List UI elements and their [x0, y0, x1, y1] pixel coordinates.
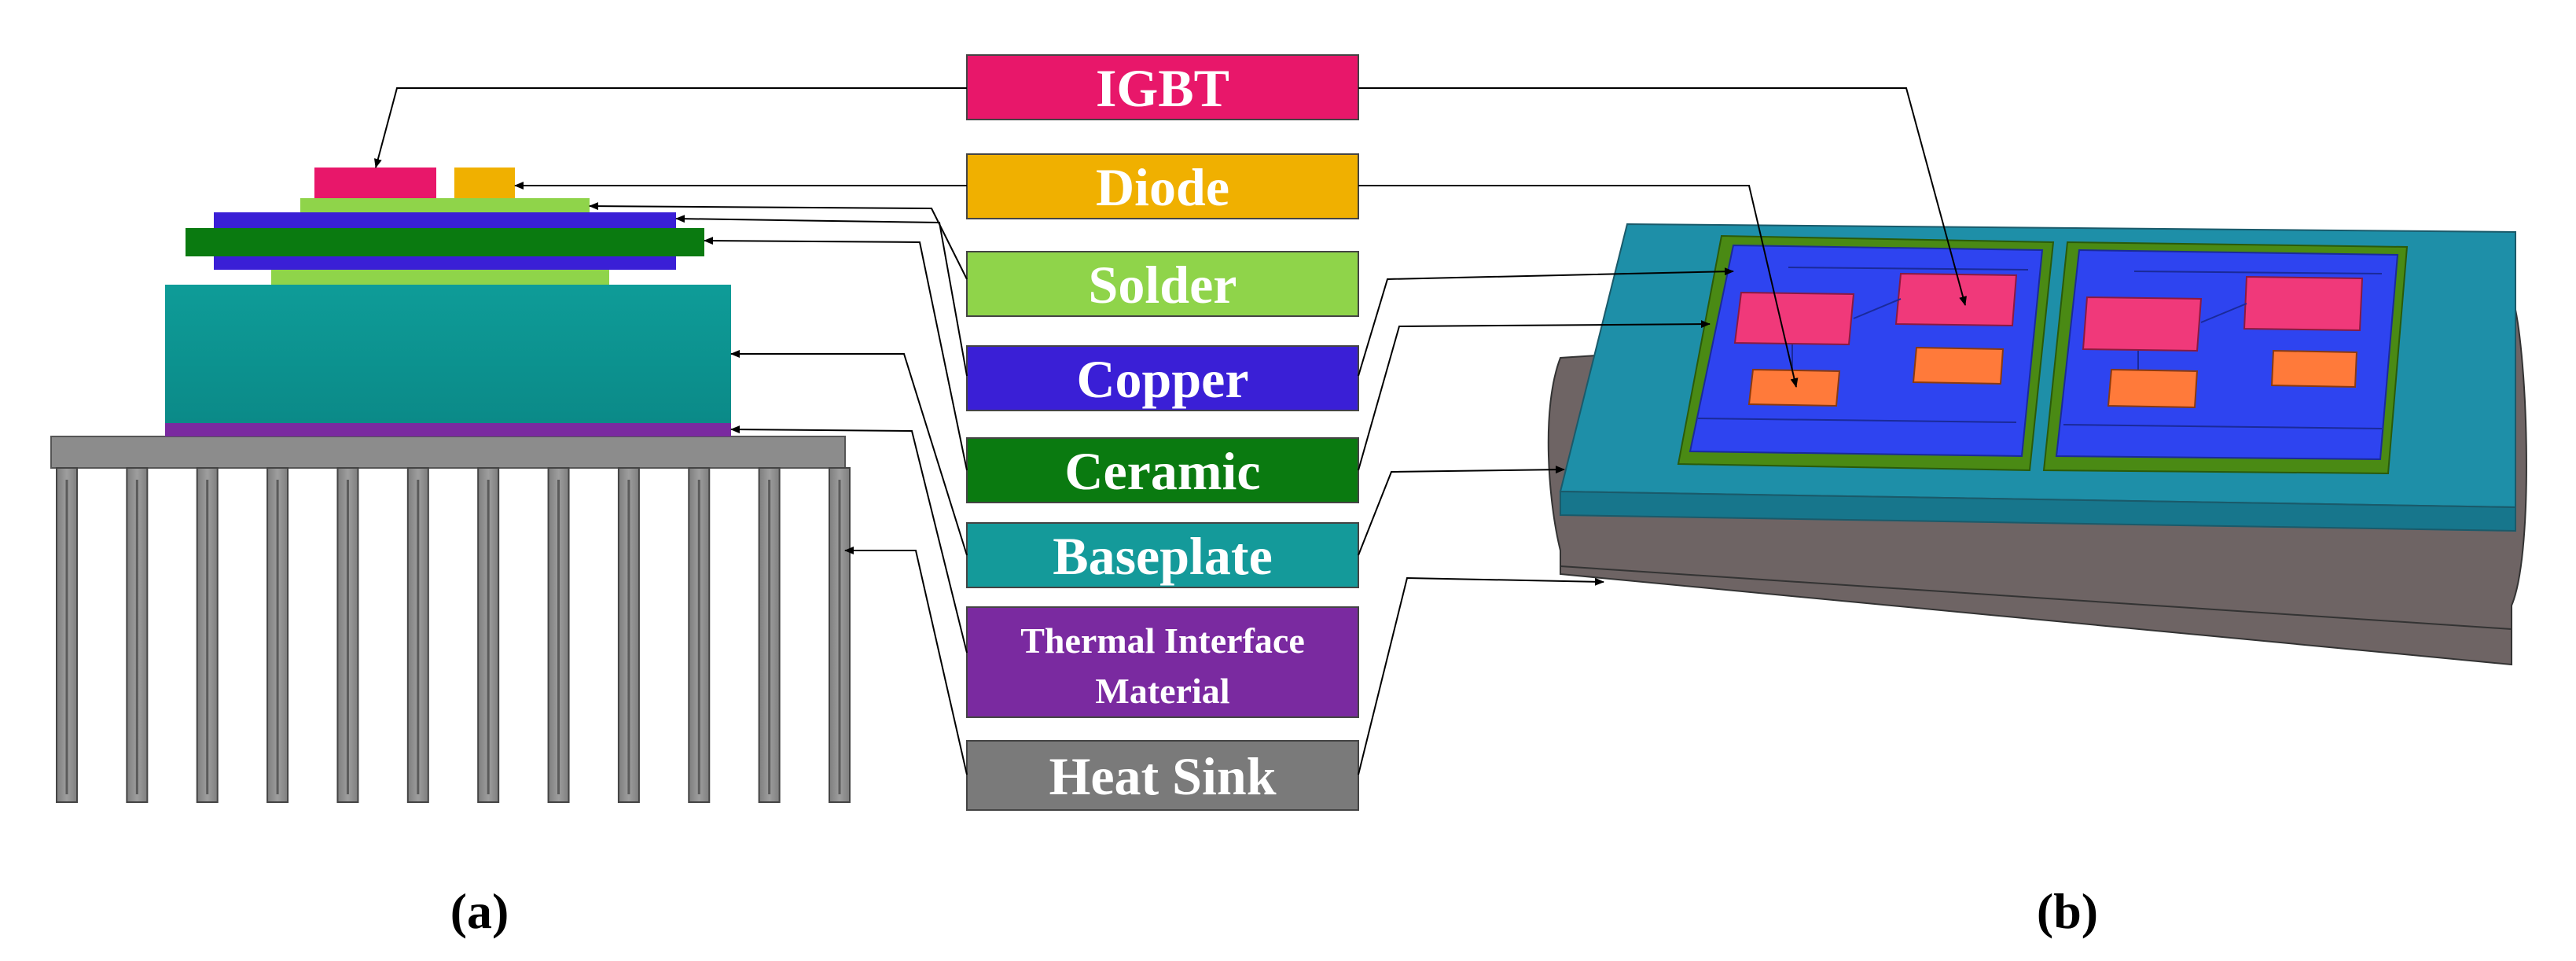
lower-copper-layer: [214, 256, 676, 270]
label-box-copper: [966, 345, 1359, 411]
diode-3d-chip-4: [2270, 349, 2358, 388]
chip-connections: [1791, 298, 2247, 370]
caption-a: (a): [450, 883, 509, 939]
leader-solder-left: [589, 202, 968, 280]
label-text-tim: Thermal Interface: [1020, 620, 1305, 661]
copper-traces: [1697, 267, 2383, 429]
label-box-baseplate: [966, 522, 1359, 588]
heatsink-3d-mid-line: [1560, 565, 2512, 630]
upper-solder-layer: [300, 198, 590, 212]
leader-heatsink-right: [1358, 576, 1604, 775]
label-text-diode: Diode: [1096, 157, 1229, 217]
lower-solder-layer: [271, 270, 609, 285]
leader-copper-right: [1358, 267, 1734, 377]
heatsink-base: [50, 436, 846, 469]
diode-3d-chip-3: [2107, 368, 2199, 409]
leader-igbt-left: [374, 87, 967, 168]
label-box-diode: [966, 153, 1359, 219]
label-box-solder: [966, 251, 1359, 317]
label-text-heatsink: Heat Sink: [1049, 746, 1276, 806]
label-text-ceramic: Ceramic: [1064, 441, 1260, 501]
heatsink-fins: [56, 467, 851, 803]
label-text-copper: Copper: [1076, 349, 1248, 409]
igbt-3d-chip-2: [1894, 272, 2018, 327]
cross-section-stack: [50, 168, 851, 803]
leader-diode-right: [1358, 185, 1799, 388]
baseplate-layer: [165, 285, 731, 423]
label-legend: IGBT DiodeSolderCopperCeramicBaseplateThe…: [966, 54, 1359, 811]
leader-baseplate-right: [1358, 466, 1565, 556]
leader-ceramic-left: [704, 237, 968, 471]
leader-heatsink-left: [844, 547, 968, 775]
diode-3d-chip-1: [1747, 368, 1841, 407]
label-text-igbt: IGBT: [1096, 58, 1229, 118]
label-box-heatsink: [966, 740, 1359, 811]
igbt-3d-chip-4: [2243, 275, 2364, 332]
diode-chip: [454, 168, 515, 198]
tim-layer: [165, 423, 731, 436]
igbt-3d-chip-3: [2082, 296, 2203, 352]
isometric-module-view: [1547, 223, 2527, 666]
label-box-tim: [966, 606, 1359, 718]
label-text-baseplate: Baseplate: [1053, 526, 1273, 586]
leader-igbt-right: [1358, 87, 1967, 306]
caption-b: (b): [2037, 883, 2098, 939]
igbt-3d-chip-1: [1733, 291, 1855, 346]
igbt-chip: [314, 168, 436, 198]
diode-3d-chip-2: [1912, 346, 2005, 385]
leader-baseplate-left: [730, 350, 968, 556]
label-text-solder: Solder: [1089, 255, 1237, 315]
label-box-igbt: [966, 54, 1359, 120]
ceramic-layer: [186, 228, 704, 256]
upper-copper-layer: [214, 212, 676, 228]
baseplate-3d-front: [1560, 490, 2516, 532]
leader-ceramic-right: [1358, 320, 1711, 471]
leader-lines: [374, 87, 1967, 775]
leader-tim-left: [730, 425, 968, 654]
leader-copper-left: [675, 215, 968, 377]
label-text-tim-line2: Material: [1095, 671, 1229, 711]
